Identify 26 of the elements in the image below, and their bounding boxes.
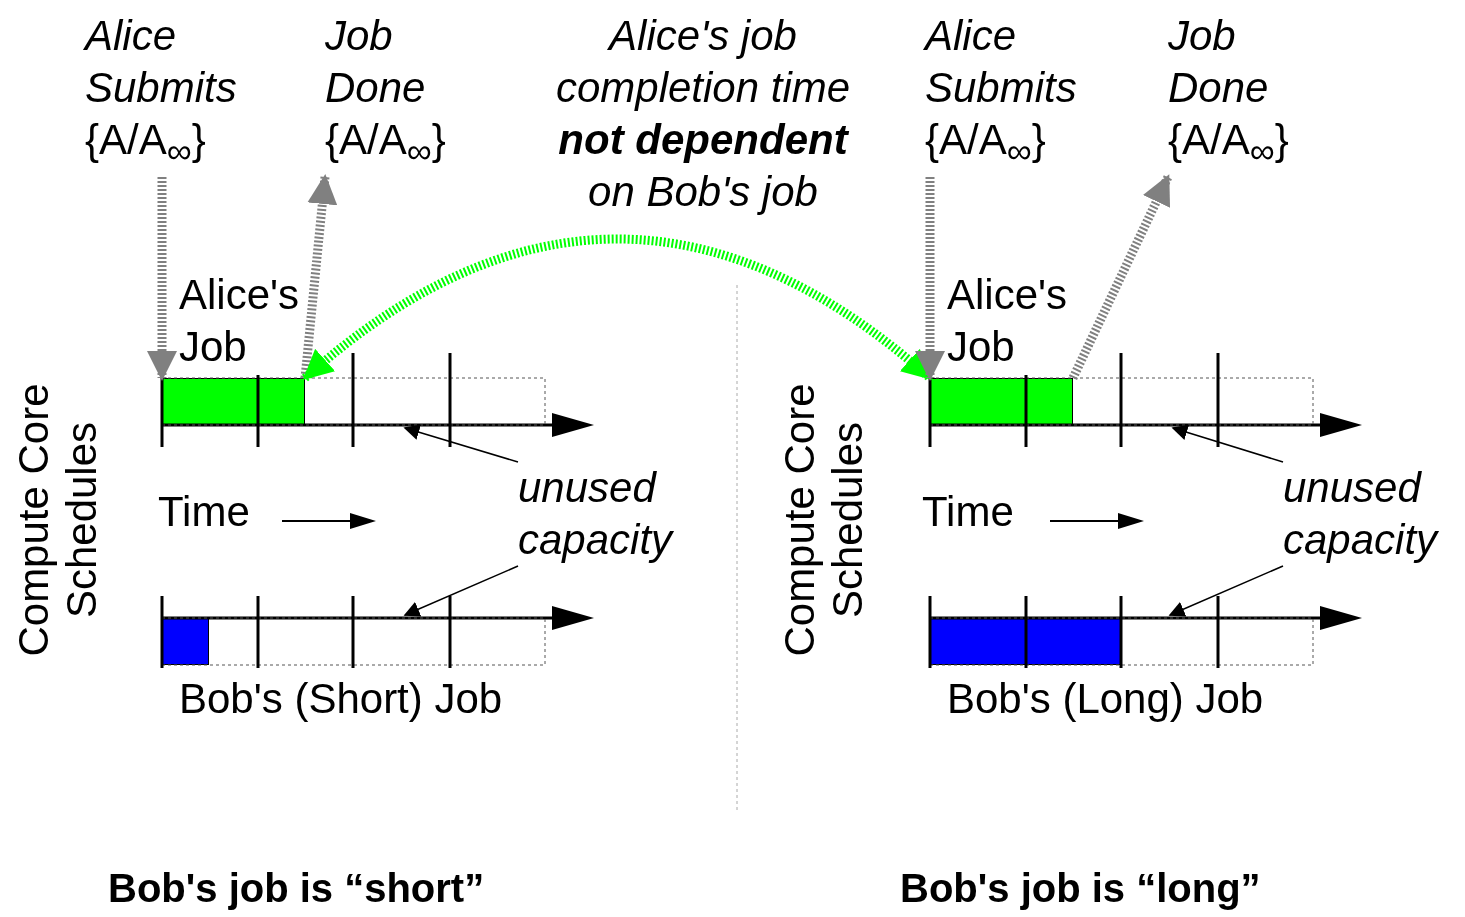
leader-line (403, 424, 519, 463)
axis-label: Time (158, 487, 250, 537)
axis-title: Compute Core Schedules (776, 382, 872, 659)
annotation-text: Job Done {A/A$_{∞}$} (1168, 10, 1318, 178)
annotation-text: unused capacity (1283, 462, 1465, 566)
annotation-text: Alice Submits {A/A$_{∞}$} (925, 10, 1115, 178)
leader-line (1171, 424, 1284, 463)
axis-title: Compute Core Schedules (10, 382, 106, 659)
double-arrow (302, 234, 933, 382)
annotation-text: Alice Submits {A/A$_{∞}$} (85, 10, 275, 178)
axis-label: Time (922, 487, 1014, 537)
arrow (915, 177, 945, 381)
job-label: Bob's (Short) Job (179, 674, 503, 724)
arrow (1068, 174, 1173, 380)
leader-line (403, 565, 519, 617)
panel-caption: Bob's job is “long” (900, 865, 1261, 912)
panel-caption: Bob's job is “short” (108, 865, 485, 912)
job-label: Alice's Job (179, 270, 301, 372)
job-label: Alice's Job (947, 270, 1069, 372)
annotation-text: unused capacity (518, 462, 708, 566)
arrow (300, 174, 338, 379)
annotation-text: Alice's job completion time not dependent on Bob's job (536, 10, 870, 218)
leader-line (1168, 565, 1284, 617)
annotation-text: Job Done {A/A$_{∞}$} (325, 10, 475, 178)
job-label: Bob's (Long) Job (947, 674, 1264, 724)
arrow (147, 177, 177, 381)
